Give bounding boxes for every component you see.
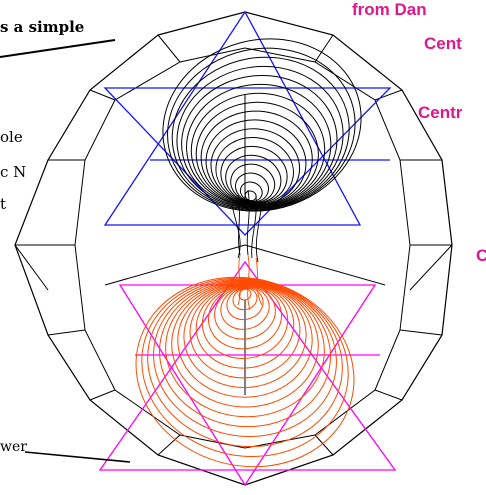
label-left-3: t bbox=[0, 195, 7, 213]
label-right-3: Centr bbox=[418, 103, 463, 122]
lower-spiral-loop bbox=[165, 281, 325, 418]
lower-spiral-loop bbox=[214, 286, 276, 340]
label-bottom-left: wer bbox=[0, 439, 27, 455]
connector-edges bbox=[14, 34, 453, 456]
label-right-1: from Dan bbox=[352, 0, 427, 19]
lower-spiral-loop bbox=[201, 284, 289, 359]
lower-spiral-loop bbox=[147, 278, 343, 448]
upper-spiral-loop bbox=[167, 47, 356, 211]
lower-spiral-loop bbox=[220, 286, 270, 330]
upper-spiral-loop bbox=[195, 101, 319, 207]
label-right-2: Cent bbox=[424, 34, 462, 53]
vortex-neck bbox=[231, 189, 263, 263]
upper-spiral-loop bbox=[176, 65, 344, 210]
vortex-neck-lower bbox=[237, 254, 263, 311]
lower-spiral-loop bbox=[208, 285, 282, 350]
lower-spiral-loop bbox=[177, 282, 313, 398]
upper-spiral-loop bbox=[220, 145, 288, 205]
label-left-2: c N bbox=[0, 163, 27, 181]
lower-triangle-a bbox=[98, 260, 397, 471]
lower-spiral-loop bbox=[171, 281, 319, 408]
upper-spiral-loop bbox=[181, 74, 338, 209]
lower-spiral-loop bbox=[232, 287, 258, 311]
lower-spiral bbox=[135, 276, 355, 468]
upper-triangle-b bbox=[103, 87, 392, 236]
top-left-pointer bbox=[0, 39, 116, 58]
lower-spiral-loop bbox=[159, 280, 331, 428]
lower-spiral-loop bbox=[183, 283, 307, 389]
upper-spiral-loop bbox=[230, 163, 276, 203]
label-top-left: s a simple bbox=[0, 18, 85, 36]
label-right-4: C bbox=[476, 246, 486, 265]
upper-spiral bbox=[162, 38, 362, 212]
lower-spiral-loop bbox=[153, 279, 337, 438]
upper-spiral-loop bbox=[239, 181, 263, 202]
lower-spiral-loop bbox=[141, 277, 349, 458]
upper-spiral-loop bbox=[171, 56, 350, 210]
upper-spiral-loop bbox=[162, 38, 362, 212]
upper-spiral-loop bbox=[200, 110, 313, 207]
lower-spiral-loop bbox=[135, 276, 355, 468]
upper-spiral-loop bbox=[190, 92, 326, 208]
bottom-left-pointer bbox=[24, 451, 131, 463]
upper-spiral-loop bbox=[186, 83, 332, 208]
lower-spiral-loop bbox=[189, 283, 301, 379]
label-left-1: ole bbox=[0, 128, 23, 146]
